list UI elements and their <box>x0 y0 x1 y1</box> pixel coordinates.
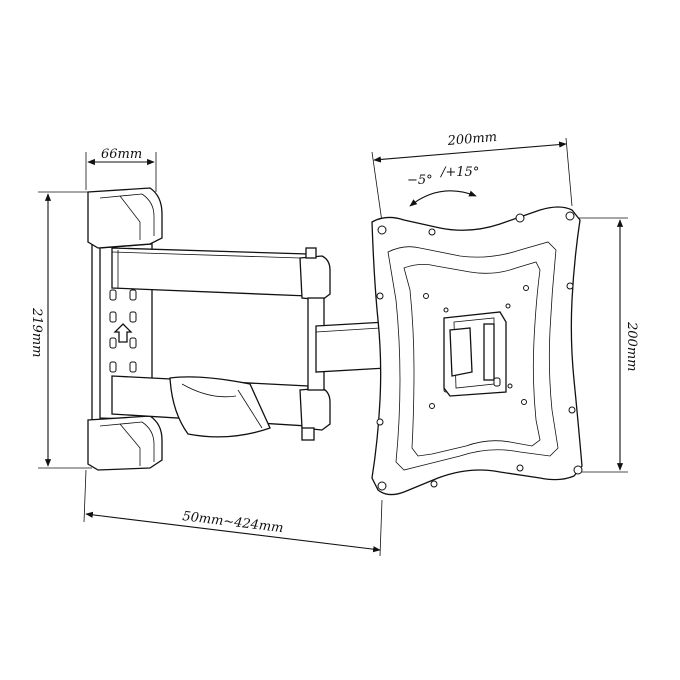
label-200mm-vertical: 200mm <box>624 321 639 371</box>
up-arrow-icon <box>113 323 133 343</box>
dim-extension: 50mm~424mm <box>83 469 383 557</box>
lower-arm <box>111 375 331 441</box>
dim-height: 219mm <box>29 191 92 469</box>
tilt-annotation: −5° /+15° <box>407 165 479 207</box>
vesa-plate <box>371 206 583 496</box>
label-tilt-negative: −5° <box>407 173 433 188</box>
dim-vesa-horizontal: 200mm <box>371 130 573 223</box>
dim-wall-plate-width: 66mm <box>85 147 157 192</box>
wall-plate <box>87 187 163 471</box>
label-tilt-positive: /+15° <box>439 165 479 180</box>
label-200mm-horizontal: 200mm <box>446 130 498 149</box>
label-219mm: 219mm <box>29 307 44 357</box>
dim-vesa-vertical: 200mm <box>574 217 639 473</box>
tilt-arc-arrow <box>409 190 477 207</box>
label-66mm: 66mm <box>101 147 142 162</box>
pivot-column <box>307 297 387 391</box>
upper-arm <box>111 247 331 301</box>
